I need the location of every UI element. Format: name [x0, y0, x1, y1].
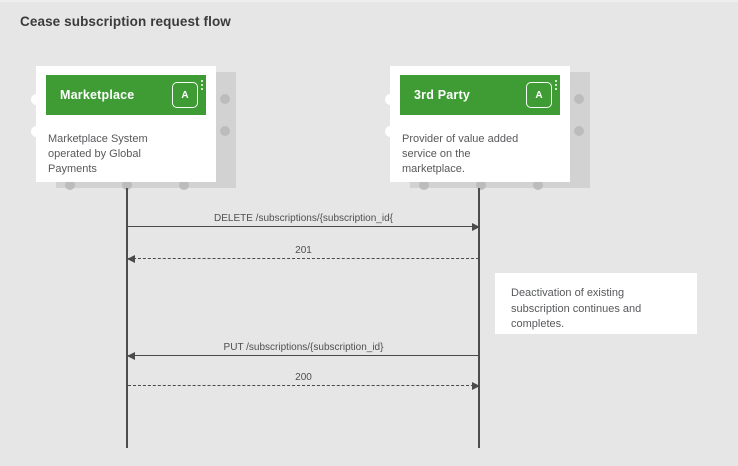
actor-type-badge: A [172, 82, 198, 108]
actor-card-marketplace[interactable]: Marketplace A Marketplace System operate… [31, 66, 216, 182]
badge-letter: A [181, 89, 189, 101]
connector-dot[interactable] [65, 180, 75, 190]
note-box: Deactivation of existing subscription co… [495, 273, 697, 334]
page-title: Cease subscription request flow [20, 14, 231, 29]
connector-dot[interactable] [385, 94, 396, 105]
actor-description: Marketplace System operated by Global Pa… [48, 133, 148, 175]
connector-dot[interactable] [476, 180, 486, 190]
actor-name: 3rd Party [414, 88, 470, 102]
message-line [128, 222, 480, 231]
connector-dot[interactable] [533, 180, 543, 190]
connector-dot[interactable] [220, 94, 230, 104]
message-delete-subscription: DELETE /subscriptions/{subscription_id{ [128, 213, 480, 231]
badge-letter: A [535, 89, 543, 101]
connector-dot[interactable] [31, 94, 42, 105]
arrowhead-right-icon [472, 381, 480, 390]
connector-dot[interactable] [385, 126, 396, 137]
actor-type-badge: A [526, 82, 552, 108]
note-text: Deactivation of existing subscription co… [511, 287, 642, 330]
actor-description: Provider of value added service on the m… [402, 133, 519, 175]
connector-dot[interactable] [574, 126, 584, 136]
kebab-menu-icon[interactable] [201, 80, 203, 90]
connector-dot[interactable] [122, 180, 132, 190]
connector-dot[interactable] [574, 94, 584, 104]
kebab-menu-icon[interactable] [555, 80, 557, 90]
arrowhead-right-icon [472, 222, 480, 231]
connector-dot[interactable] [220, 126, 230, 136]
connector-dot[interactable] [31, 126, 42, 137]
message-label: 201 [295, 245, 312, 256]
actor-name: Marketplace [60, 88, 135, 102]
message-201-response: 201 [127, 245, 479, 263]
arrowhead-left-icon [127, 254, 135, 263]
actor-card-3rd-party[interactable]: 3rd Party A Provider of value added serv… [385, 66, 570, 182]
lifeline-3rd-party [478, 188, 480, 448]
message-label: PUT /subscriptions/{subscription_id} [223, 342, 384, 353]
connector-dot[interactable] [419, 180, 429, 190]
connector-dot[interactable] [179, 180, 189, 190]
message-200-response: 200 [128, 372, 480, 390]
message-label: DELETE /subscriptions/{subscription_id{ [214, 213, 393, 224]
message-line [127, 351, 479, 360]
message-line [127, 254, 479, 263]
message-label: 200 [295, 372, 312, 383]
message-line [128, 381, 480, 390]
actor-header: Marketplace A [46, 75, 206, 115]
lifeline-marketplace [126, 188, 128, 448]
arrowhead-left-icon [127, 351, 135, 360]
actor-header: 3rd Party A [400, 75, 560, 115]
message-put-subscription: PUT /subscriptions/{subscription_id} [127, 342, 479, 360]
